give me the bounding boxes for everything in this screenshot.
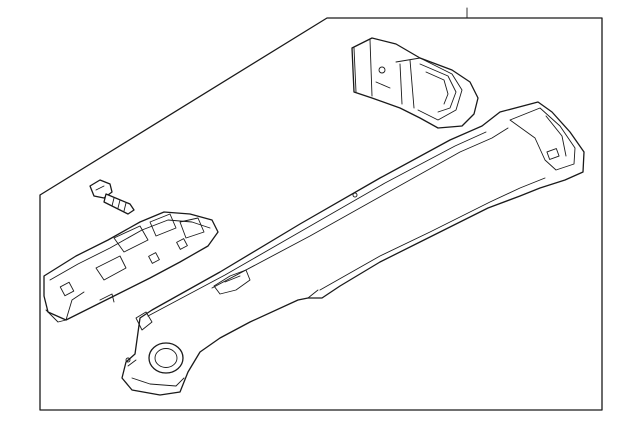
bolt	[89, 179, 135, 215]
rear-bracket-left	[43, 211, 219, 323]
round-fitting	[148, 342, 184, 374]
main-trim-rail	[121, 101, 585, 396]
front-bracket-right	[351, 37, 479, 129]
bolt-head-icon	[89, 179, 113, 199]
frame-outline	[39, 17, 603, 411]
